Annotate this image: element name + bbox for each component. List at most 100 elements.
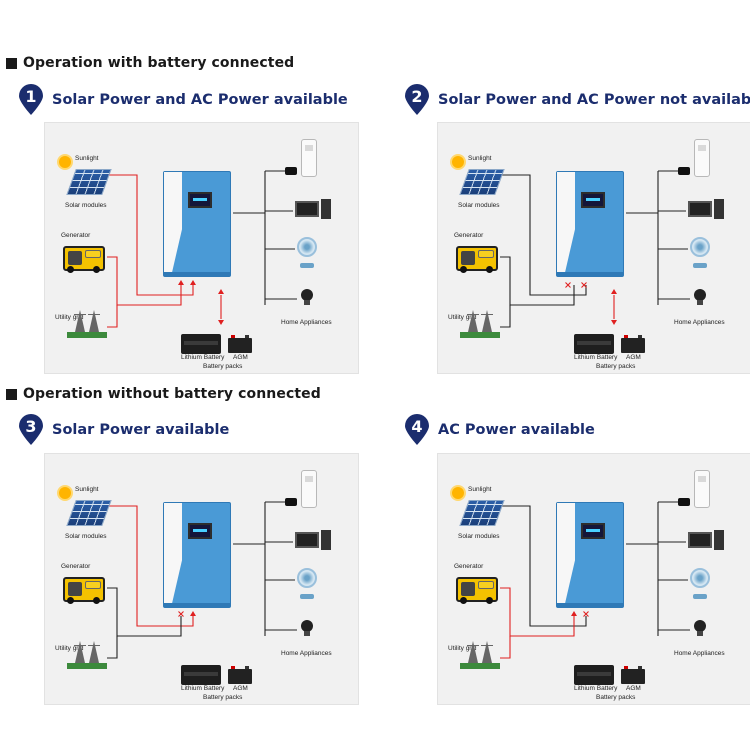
battery-packs-label: Battery packs — [203, 363, 243, 370]
grid-cross-mark — [565, 282, 571, 288]
generator-icon — [63, 574, 105, 604]
sunlight-label: Sunlight — [75, 155, 99, 162]
fan-icon — [297, 568, 317, 588]
solar-modules-label: Solar modules — [458, 533, 500, 540]
computer-icon — [295, 532, 319, 548]
output-bus-line — [626, 501, 690, 636]
power-tower-icon — [67, 639, 107, 669]
fan-base-icon — [693, 594, 707, 599]
inverter-icon — [163, 502, 231, 608]
section-title: Operation without battery connected — [23, 386, 321, 402]
location-pin-icon: 4 — [404, 414, 430, 446]
plug-icon — [285, 498, 297, 506]
generator-label: Generator — [61, 232, 91, 239]
sunlight-label: Sunlight — [75, 486, 99, 493]
location-pin-icon: 2 — [404, 84, 430, 116]
utility-grid-label: Utility grid — [448, 645, 477, 652]
sun-icon — [452, 156, 464, 168]
battery-down-arrow — [218, 320, 224, 325]
lithium-battery-icon — [181, 665, 221, 685]
generator-icon — [63, 243, 105, 273]
lithium-battery-label: Lithium Battery — [181, 354, 225, 361]
lithium-battery-label: Lithium Battery — [574, 354, 618, 361]
plug-icon — [678, 498, 690, 506]
grid-cross-mark — [178, 611, 184, 617]
agm-battery-icon — [228, 666, 252, 684]
fan-icon — [690, 568, 710, 588]
generator-label: Generator — [454, 563, 484, 570]
lithium-battery-label: Lithium Battery — [181, 685, 225, 692]
utility-grid-label: Utility grid — [448, 314, 477, 321]
utility-grid-line — [107, 636, 118, 659]
home-appliances-label: Home Appliances — [281, 650, 332, 657]
fan-icon — [690, 237, 710, 257]
inverter-icon — [163, 171, 231, 277]
light-bulb-icon — [694, 289, 706, 301]
fan-base-icon — [693, 263, 707, 268]
output-bus-line — [233, 501, 297, 636]
sun-icon — [59, 156, 71, 168]
light-bulb-icon — [301, 620, 313, 632]
agm-battery-icon — [228, 335, 252, 353]
computer-tower-icon — [321, 530, 331, 550]
agm-label: AGM — [233, 685, 248, 692]
agm-label: AGM — [626, 354, 641, 361]
solar-line — [107, 505, 194, 627]
solar-modules-label: Solar modules — [65, 202, 107, 209]
solar-line — [107, 174, 194, 296]
power-tower-icon — [460, 308, 500, 338]
wiring-diagram — [500, 501, 690, 659]
home-appliances-label: Home Appliances — [281, 319, 332, 326]
wiring-diagram — [500, 170, 690, 328]
air-conditioner-icon — [301, 470, 317, 508]
computer-icon — [688, 532, 712, 548]
air-conditioner-icon — [694, 470, 710, 508]
scenario-header-1: 1 Solar Power and AC Power available — [18, 84, 348, 116]
grid-arrow — [178, 280, 184, 285]
plug-icon — [678, 167, 690, 175]
bulb-base-icon — [697, 631, 703, 636]
output-bus-line — [626, 170, 690, 305]
solar-arrow — [190, 280, 196, 285]
location-pin-icon: 3 — [18, 414, 44, 446]
diagram-panel-2: Sunlight Solar modules Generator Utility… — [437, 122, 750, 374]
solar-arrow — [190, 611, 196, 616]
agm-battery-icon — [621, 666, 645, 684]
diagram-panel-1: Sunlight Solar modules Generator Utility… — [44, 122, 359, 374]
output-bus-line — [233, 170, 297, 305]
section-header-with-battery: Operation with battery connected — [6, 55, 294, 71]
sunlight-label: Sunlight — [468, 486, 492, 493]
diagram-panel-3: Sunlight Solar modules Generator Utility… — [44, 453, 359, 705]
fan-base-icon — [300, 594, 314, 599]
fan-base-icon — [300, 263, 314, 268]
utility-grid-line — [500, 636, 511, 659]
utility-grid-label: Utility grid — [55, 314, 84, 321]
plug-icon — [285, 167, 297, 175]
section-header-without-battery: Operation without battery connected — [6, 386, 321, 402]
agm-label: AGM — [233, 354, 248, 361]
computer-icon — [688, 201, 712, 217]
inverter-icon — [556, 171, 624, 277]
sun-icon — [59, 487, 71, 499]
power-tower-icon — [460, 639, 500, 669]
battery-down-arrow — [611, 320, 617, 325]
utility-grid-label: Utility grid — [55, 645, 84, 652]
light-bulb-icon — [301, 289, 313, 301]
light-bulb-icon — [694, 620, 706, 632]
square-bullet-icon — [6, 57, 17, 69]
computer-icon — [295, 201, 319, 217]
lithium-battery-icon — [181, 334, 221, 354]
solar-modules-label: Solar modules — [458, 202, 500, 209]
scenario-title: AC Power available — [438, 422, 595, 438]
lithium-battery-icon — [574, 665, 614, 685]
solar-line — [500, 505, 587, 627]
computer-tower-icon — [714, 199, 724, 219]
home-appliances-label: Home Appliances — [674, 319, 725, 326]
air-conditioner-icon — [301, 139, 317, 177]
scenario-title: Solar Power available — [52, 422, 230, 438]
air-conditioner-icon — [694, 139, 710, 177]
computer-tower-icon — [714, 530, 724, 550]
computer-tower-icon — [321, 199, 331, 219]
sunlight-label: Sunlight — [468, 155, 492, 162]
lithium-battery-icon — [574, 334, 614, 354]
